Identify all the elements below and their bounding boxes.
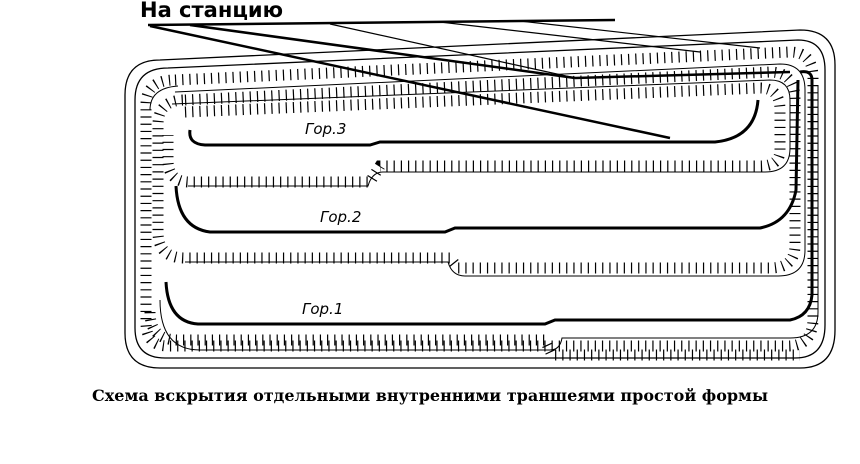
level-1-label: Гор.1 <box>302 300 343 318</box>
haul-roads <box>147 18 791 140</box>
horizon-3-track <box>188 99 760 147</box>
to-station-label: На станцию <box>140 0 284 22</box>
horizon-1-track <box>164 70 814 326</box>
bench-edges <box>149 63 819 351</box>
level-3-label: Гор.3 <box>305 120 346 138</box>
level-2-label: Гор.2 <box>320 208 361 226</box>
diagram-caption: Схема вскрытия отдельными внутренними тр… <box>91 386 768 405</box>
bench-hatching <box>140 46 819 361</box>
horizon-2-track <box>174 79 800 234</box>
outer-pit-contour <box>124 29 836 369</box>
